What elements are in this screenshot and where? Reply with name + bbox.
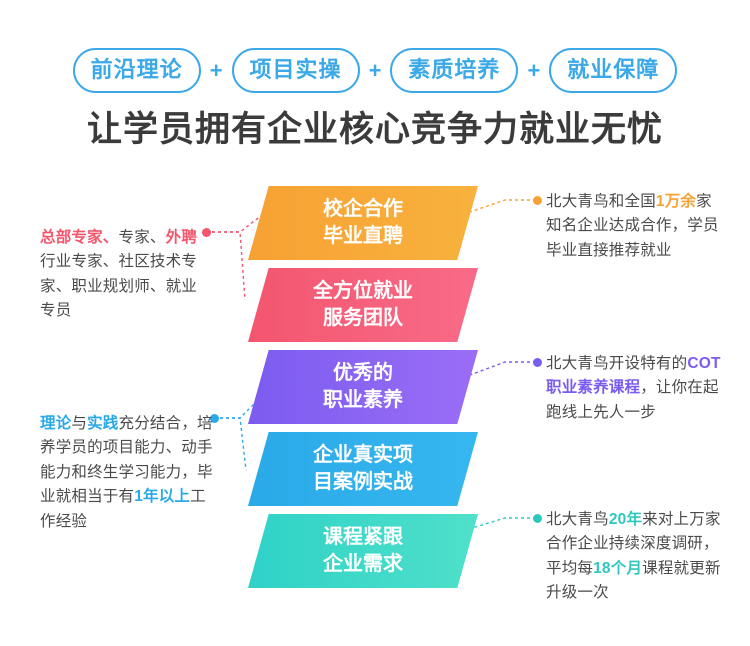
annotation-left-1: 总部专家、专家、外聘行业专家、社区技术专家、职业规划师、就业专员: [40, 226, 210, 324]
annotation-left-2-text-3: 工作经验: [40, 488, 206, 530]
ribbon-item-4-line2: 企业需求: [323, 553, 403, 575]
annotation-left-2-highlight-1: 理论: [40, 415, 72, 432]
pill-separator-2: +: [527, 57, 541, 83]
ribbon-item-3-line1: 企业真实项: [313, 444, 413, 466]
annotation-right-1-highlight-1: 1万余: [655, 193, 697, 210]
annotation-left-1-text-2: 行业专家、社区技术专家、职业规划师、就业专员: [40, 253, 198, 320]
annotation-right-3-highlight-2: 18个月: [593, 559, 643, 577]
ribbon-item-2-line1: 优秀的: [333, 362, 393, 384]
feature-pill-3: 就业保障: [549, 48, 678, 93]
ribbon-item-0-line1: 校企合作: [323, 198, 403, 220]
annotation-right-1-text-1: 北大青鸟和全国: [546, 193, 656, 210]
feature-pill-1: 项目实操: [231, 48, 360, 93]
connector-dot-left-2: [210, 414, 219, 423]
page-title: 让学员拥有企业核心竞争力就业无忧: [86, 110, 663, 149]
connector-dot-right-1: [533, 196, 542, 205]
ribbon-item-1-line1: 全方位就业: [313, 280, 413, 302]
ribbon-item-1-line2: 服务团队: [323, 307, 403, 329]
annotation-right-3: 北大青鸟20年来对上万家合作企业持续深度调研，平均每18个月课程就更新升级一次: [546, 508, 726, 606]
connector-dot-right-2: [533, 358, 542, 367]
annotation-left-2-text-1: 与: [71, 415, 88, 432]
annotation-left-2: 理论与实践充分结合，培养学员的项目能力、动手能力和终生学习能力，毕业就相当于有1…: [40, 412, 218, 534]
annotation-right-2-text-1: 北大青鸟开设特有的: [546, 355, 688, 372]
annotation-right-3-text-3: 课程就更新升级一次: [546, 559, 721, 602]
ribbon-item-4-line1: 课程紧跟: [323, 526, 403, 548]
annotation-right-1: 北大青鸟和全国1万余家知名企业达成合作，学员毕业直接推荐就业: [546, 190, 722, 263]
ribbon-item-2-line2: 职业素养: [323, 389, 403, 411]
ribbon-item-4: 课程紧跟 企业需求: [248, 514, 478, 588]
annotation-left-1-highlight-1: 总部专家、: [40, 229, 119, 246]
feature-pill-2: 素质培养: [390, 48, 519, 93]
annotation-left-1-text-1: 专家、: [118, 229, 166, 246]
ribbon-item-3-line2: 目案例实战: [313, 471, 413, 493]
ribbon-item-3: 企业真实项 目案例实战: [248, 432, 478, 506]
annotation-right-3-text-1: 北大青鸟: [546, 511, 609, 528]
pill-separator-0: +: [209, 57, 223, 83]
annotation-left-2-text-2: 充分结合，培养学员的项目能力、动手能力和终生学习能力，毕业就相当于有: [40, 415, 213, 506]
connector-dot-left-1: [202, 228, 211, 237]
feature-pill-0: 前沿理论: [72, 48, 201, 93]
annotation-left-2-highlight-4: 年以上: [143, 488, 191, 506]
ribbon-item-1: 全方位就业 服务团队: [248, 268, 478, 342]
feature-pill-row: 前沿理论 + 项目实操 + 素质培养 + 就业保障: [0, 48, 750, 93]
annotation-right-2-highlight-1: COT职业素养课程: [546, 355, 721, 397]
annotation-right-3-highlight-1: 20年: [608, 511, 643, 528]
annotation-left-2-highlight-3: 1: [134, 488, 144, 506]
annotation-right-3-text-2: 来对上万家合作企业持续深度调研，平均每: [546, 511, 721, 577]
annotation-right-2: 北大青鸟开设特有的COT职业素养课程，让你在起跑线上先人一步: [546, 352, 722, 425]
annotation-left-2-highlight-2: 实践: [87, 415, 119, 432]
pill-separator-1: +: [368, 57, 382, 83]
connector-dot-right-3: [533, 514, 542, 523]
ribbon-item-0: 校企合作 毕业直聘: [248, 186, 478, 260]
ribbon-item-2: 优秀的 职业素养: [248, 350, 478, 424]
annotation-right-1-text-2: 家知名企业达成合作，学员毕业直接推荐就业: [546, 193, 719, 259]
annotation-left-1-highlight-2: 外聘: [165, 229, 198, 246]
annotation-right-2-text-2: ，让你在起跑线上先人一步: [546, 379, 719, 421]
ribbon-stack: 校企合作 毕业直聘 全方位就业 服务团队 优秀的 职业素养 企业真实项 目案例实…: [248, 186, 478, 588]
ribbon-item-0-line2: 毕业直聘: [323, 225, 403, 247]
